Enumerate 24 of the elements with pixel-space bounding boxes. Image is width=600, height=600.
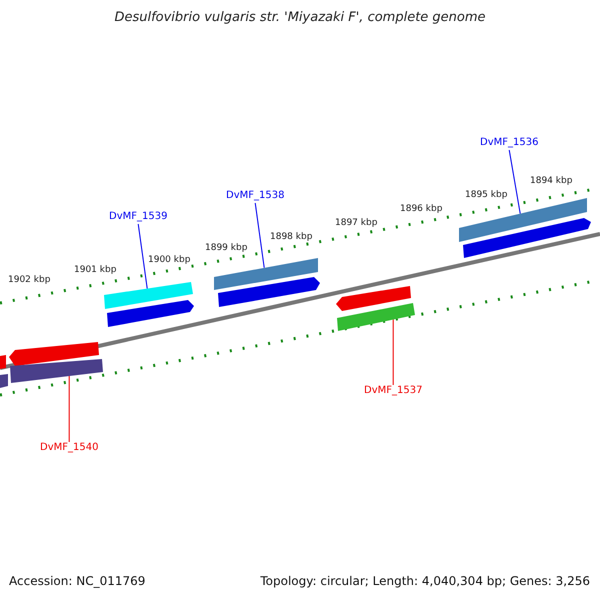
gene-feature-bar [459, 198, 587, 242]
gene-label: DvMF_1539 [109, 211, 168, 223]
gene-label: DvMF_1540 [40, 442, 98, 454]
gene-feature-bar [337, 303, 415, 331]
position-label: 1898 kbp [270, 232, 312, 242]
leader-line [508, 150, 521, 214]
position-label: 1897 kbp [335, 218, 378, 228]
title: Desulfovibrio vulgaris str. 'Miyazaki F', complete genome [113, 10, 487, 25]
position-label: 1900 kbp [148, 255, 190, 265]
gene-label: DvMF_1537 [364, 385, 422, 397]
gene-label: DvMF_1536 [480, 137, 538, 149]
leader-line [68, 376, 70, 442]
leader-line [138, 224, 148, 290]
gene-feature-bar [104, 282, 193, 309]
leader-line [254, 202, 265, 268]
leader-line [392, 319, 394, 386]
accession-text: Accession: NC_011769 [9, 574, 146, 588]
gene-feature-bar [10, 359, 103, 383]
gene-label: DvMF_1538 [226, 190, 284, 202]
position-label: 1895 kbp [465, 190, 508, 200]
position-label: 1894 kbp [530, 176, 572, 186]
gene-feature-bar [214, 258, 318, 290]
position-label: 1902 kbp [8, 275, 50, 285]
genome-info-text: Topology: circular; Length: 4,040,304 bp; Genes: 3,256 [260, 574, 590, 588]
